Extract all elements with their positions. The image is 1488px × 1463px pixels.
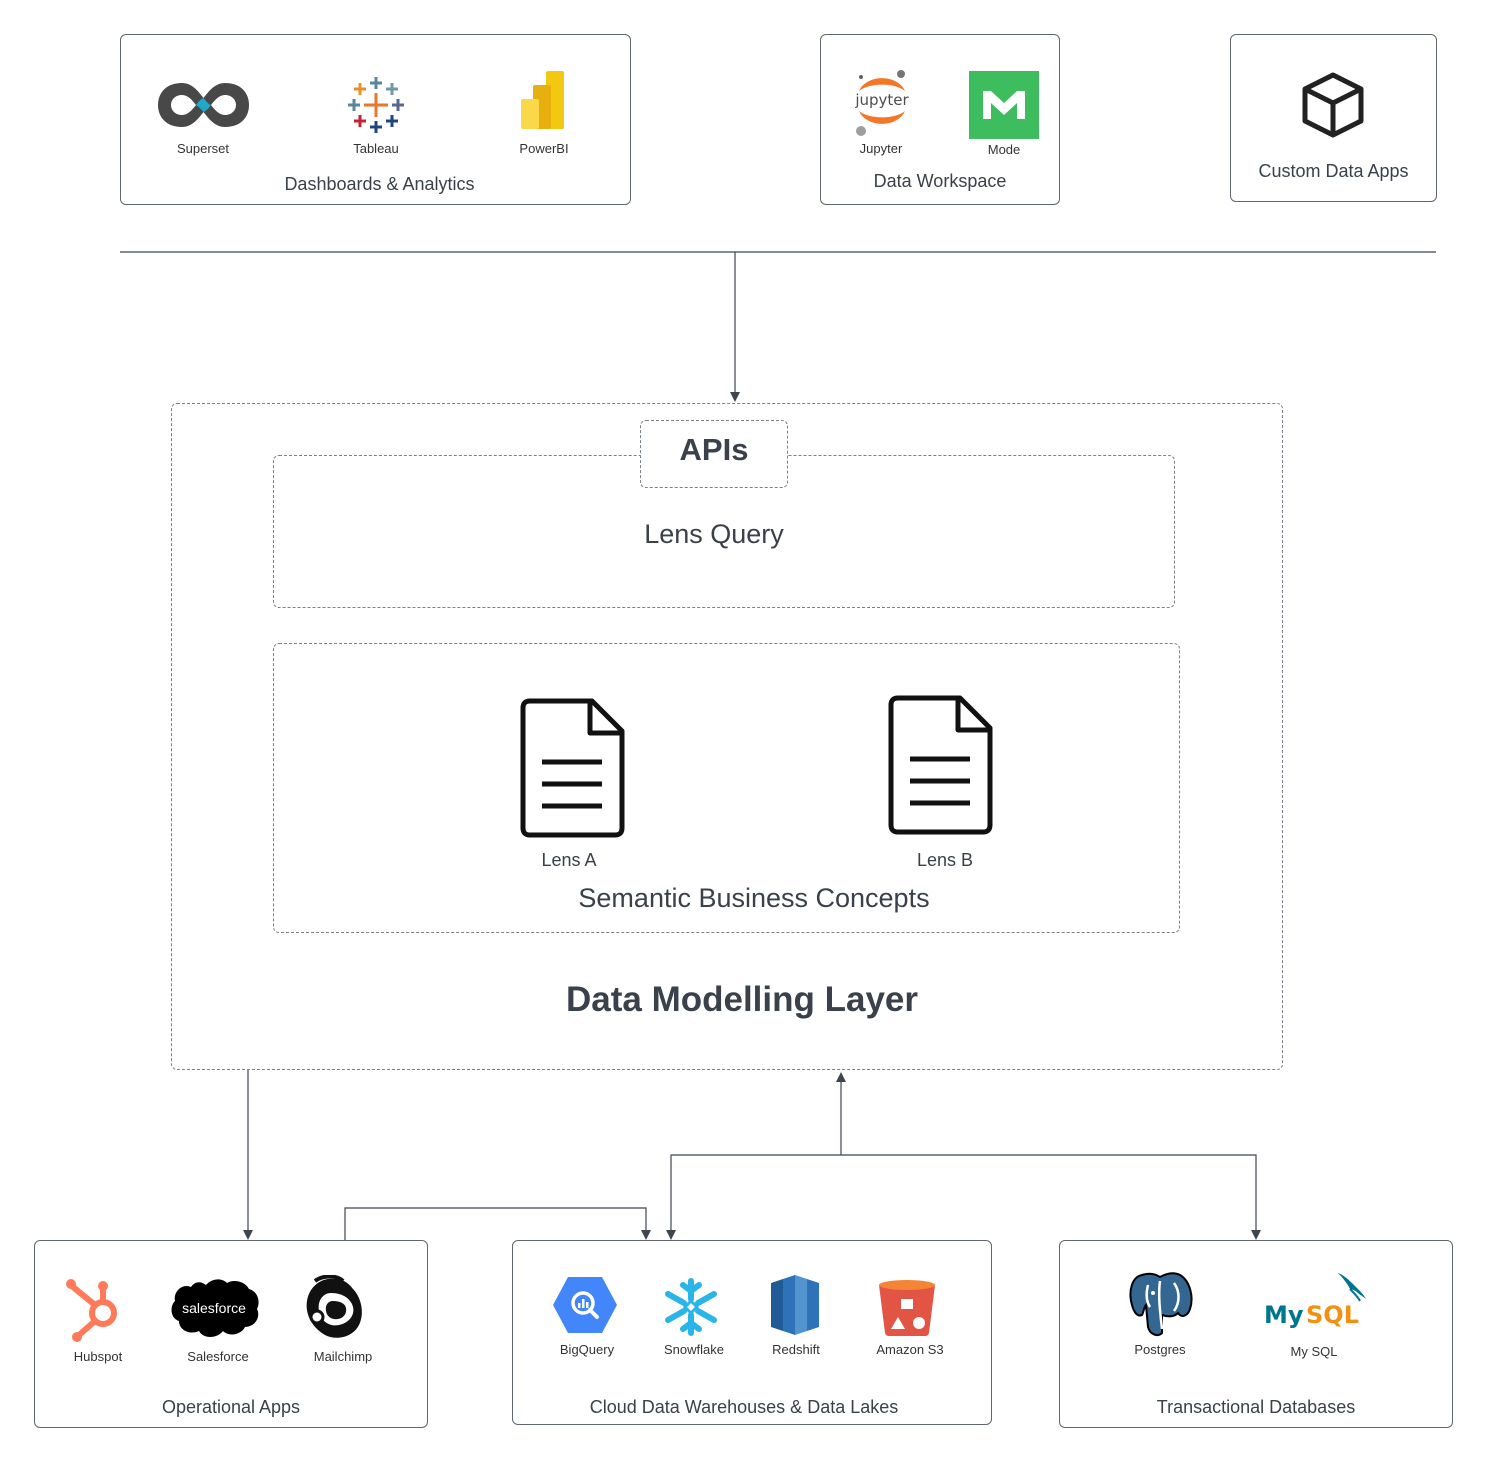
custom-data-apps-title: Custom Data Apps	[1258, 161, 1409, 181]
salesforce-wordmark: salesforce	[182, 1300, 246, 1316]
mode-icon	[969, 71, 1039, 139]
powerbi-label: PowerBI	[519, 141, 569, 156]
lens-b-label: Lens B	[916, 850, 974, 870]
apis-title: APIs	[679, 432, 749, 467]
apis-box	[640, 420, 788, 488]
data-workspace-group: jupyter Jupyter Mode Data Workspace	[820, 34, 1060, 205]
postgres-label: Postgres	[1134, 1342, 1186, 1357]
cube-icon	[1299, 71, 1367, 139]
svg-text:jupyter: jupyter	[854, 91, 909, 109]
mysql-sql-wordmark: SQL	[1306, 1301, 1359, 1329]
cloud-warehouses-group: BigQuery Snowflake Redshift	[512, 1240, 992, 1425]
data-modelling-layer-title: Data Modelling Layer	[565, 980, 919, 1019]
jupyter-icon: jupyter	[849, 69, 915, 139]
tableau-label: Tableau	[353, 141, 399, 156]
tableau-icon	[345, 75, 407, 135]
s3-icon	[877, 1279, 937, 1337]
amazon-s3-label: Amazon S3	[876, 1342, 944, 1357]
powerbi-icon	[520, 71, 566, 131]
postgres-icon	[1128, 1271, 1194, 1339]
salesforce-label: Salesforce	[187, 1349, 249, 1364]
lens-a-label: Lens A	[541, 850, 597, 870]
mode-label: Mode	[987, 142, 1021, 157]
salesforce-icon: salesforce	[169, 1277, 259, 1341]
superset-label: Superset	[176, 141, 230, 156]
arrowhead	[1251, 1230, 1261, 1240]
arrowhead	[666, 1230, 676, 1240]
data-modelling-layer	[171, 403, 1283, 1070]
arrowhead	[836, 1072, 846, 1082]
mysql-my-wordmark: My	[1264, 1301, 1304, 1329]
dashboards-analytics-group: Superset Tableau PowerBI Dashboards & An…	[120, 34, 631, 205]
redshift-label: Redshift	[772, 1342, 820, 1357]
document-icon	[520, 698, 626, 838]
transactional-db-group: Postgres My SQL My SQL Transactional Dat…	[1059, 1240, 1453, 1428]
semantic-concepts-box	[273, 643, 1180, 933]
operational-apps-group: Hubspot salesforce Salesforce Mailchimp …	[34, 1240, 428, 1428]
mysql-label: My SQL	[1290, 1344, 1338, 1359]
operational-apps-title: Operational Apps	[161, 1397, 301, 1417]
connector-mailchimp-to-warehouses	[344, 1207, 647, 1240]
arrowhead	[730, 392, 740, 402]
hubspot-icon	[65, 1277, 127, 1343]
connector-sources-to-modelling	[670, 1082, 1257, 1230]
dashboards-analytics-title: Dashboards & Analytics	[284, 174, 475, 194]
hubspot-label: Hubspot	[73, 1349, 123, 1364]
arrowhead	[641, 1230, 651, 1240]
mailchimp-label: Mailchimp	[313, 1349, 373, 1364]
redshift-icon	[767, 1275, 823, 1335]
semantic-concepts-title: Semantic Business Concepts	[578, 883, 930, 913]
transactional-db-title: Transactional Databases	[1156, 1397, 1356, 1417]
mailchimp-icon	[301, 1275, 367, 1343]
bigquery-icon	[551, 1275, 619, 1335]
bigquery-label: BigQuery	[559, 1342, 615, 1357]
jupyter-label: Jupyter	[859, 141, 903, 156]
superset-icon	[156, 79, 251, 131]
data-workspace-title: Data Workspace	[873, 171, 1007, 191]
mysql-icon: My SQL	[1260, 1271, 1380, 1331]
arrowhead	[243, 1230, 253, 1240]
custom-data-apps-group: Custom Data Apps	[1230, 34, 1437, 202]
snowflake-label: Snowflake	[664, 1342, 724, 1357]
document-icon	[888, 695, 994, 835]
lens-query-title: Lens Query	[644, 519, 784, 549]
cloud-warehouses-title: Cloud Data Warehouses & Data Lakes	[589, 1397, 899, 1417]
snowflake-icon	[661, 1277, 721, 1337]
